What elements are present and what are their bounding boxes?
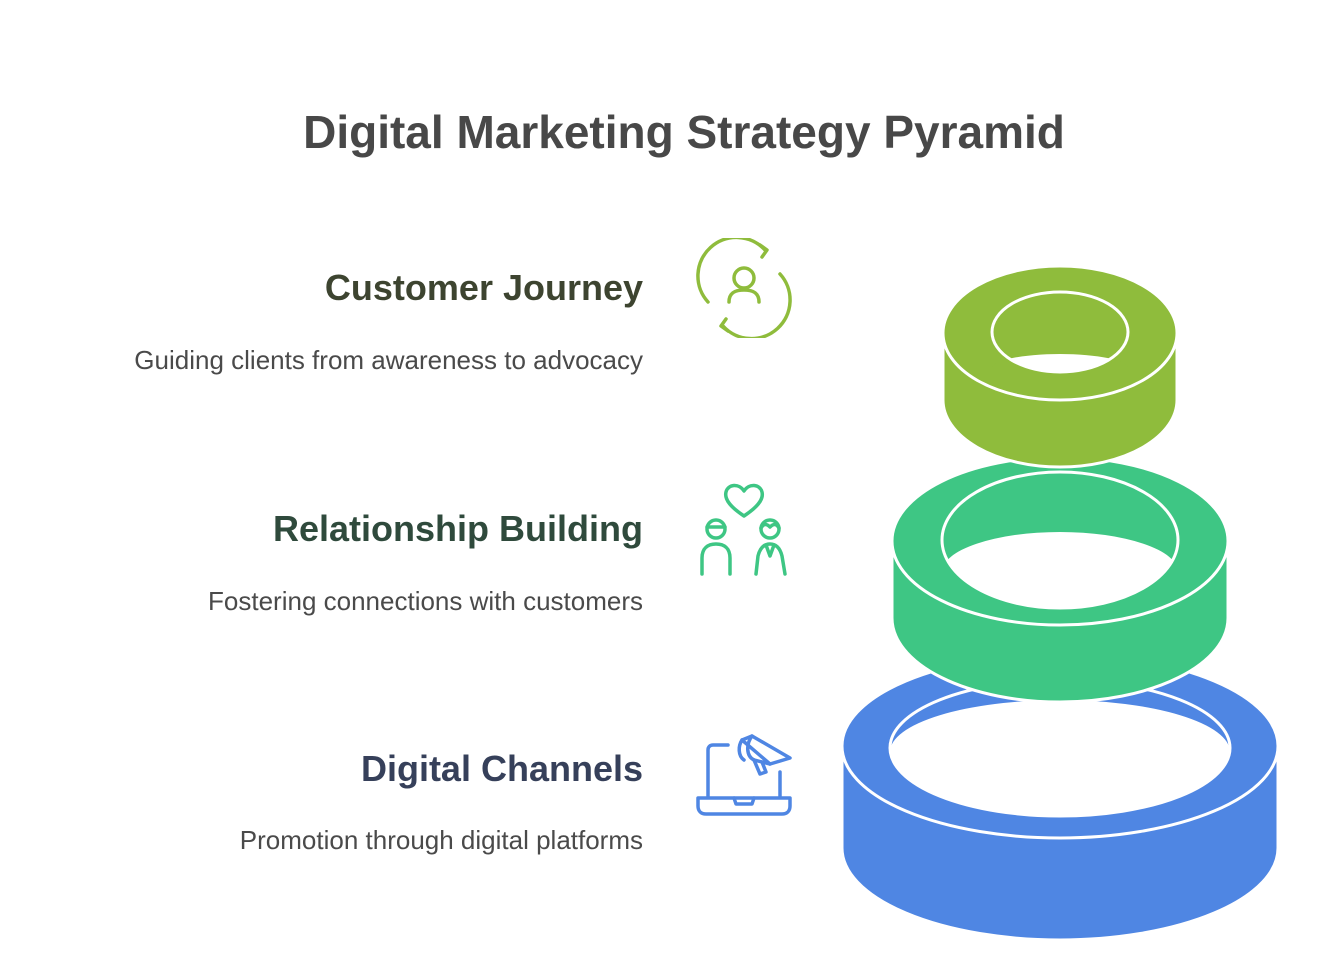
layer-description-relationship-building: Fostering connections with customers (208, 586, 643, 616)
people-heart-icon (694, 478, 794, 578)
diagram-title: Digital Marketing Strategy Pyramid (303, 106, 1065, 158)
ring-customer-journey (941, 264, 1179, 469)
ring-digital-channels (840, 652, 1280, 942)
layer-heading-customer-journey: Customer Journey (324, 267, 643, 308)
ring-relationship-building (890, 455, 1230, 704)
layer-description-digital-channels: Promotion through digital platforms (239, 825, 643, 855)
layer-description-customer-journey: Guiding clients from awareness to advoca… (134, 345, 643, 375)
layer-heading-digital-channels: Digital Channels (360, 748, 643, 789)
laptop-megaphone-icon (694, 716, 794, 816)
layer-heading-relationship-building: Relationship Building (273, 508, 643, 549)
customer-cycle-icon (694, 235, 794, 341)
